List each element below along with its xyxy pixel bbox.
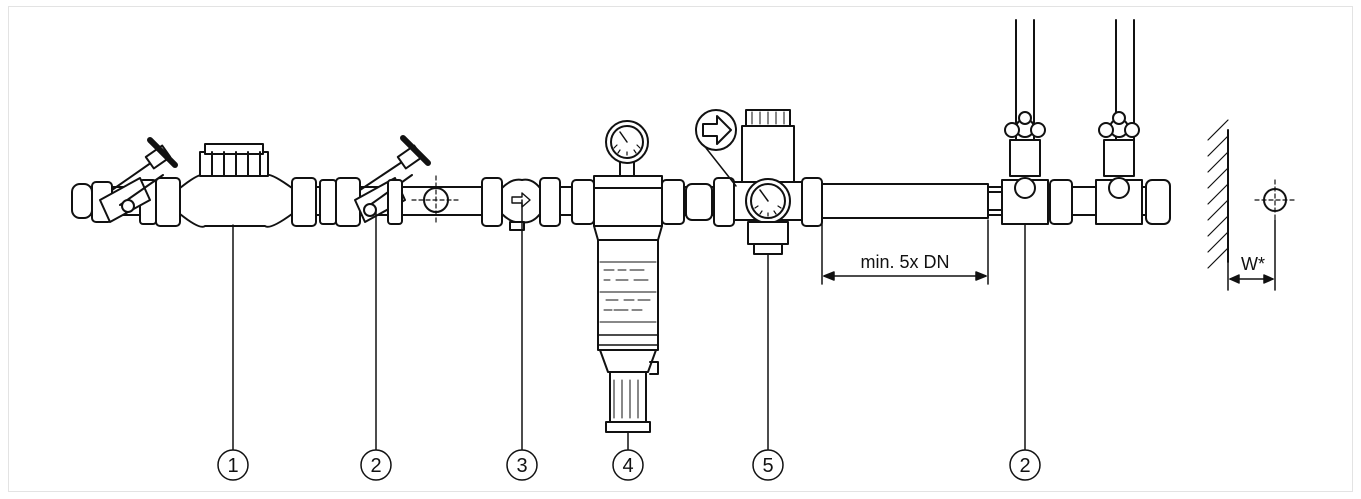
wall <box>1207 119 1229 269</box>
wall-clearance-label: W* <box>1241 254 1265 274</box>
callouts <box>217 449 1041 481</box>
callout-label-5: 5 <box>762 455 773 477</box>
callout-circle-4 <box>612 449 644 481</box>
min-length-label: min. 5x DN <box>860 252 949 272</box>
shutoff-valve-2 <box>335 135 431 227</box>
callout-circle-2b <box>1009 449 1041 481</box>
callout-label-3: 3 <box>516 455 527 477</box>
callout-label-4: 4 <box>622 455 633 477</box>
leader-lines <box>232 199 1026 451</box>
filter-unit <box>571 120 685 433</box>
pipe-cross-section <box>1254 179 1296 221</box>
check-valve <box>481 177 561 231</box>
callout-circle-1 <box>217 449 249 481</box>
shutoff-valve-left <box>99 137 178 223</box>
callout-circle-2 <box>360 449 392 481</box>
callout-circle-5 <box>752 449 784 481</box>
shutoff-valve-right <box>1001 19 1171 225</box>
diagram-frame <box>8 6 1353 492</box>
callout-circle-3 <box>506 449 538 481</box>
wall-clearance-dimension <box>1227 219 1276 291</box>
callout-label-2: 2 <box>370 455 381 477</box>
min-length-dimension <box>821 219 989 285</box>
straight-pipe-section <box>821 183 1003 219</box>
callout-label-1: 1 <box>227 455 238 477</box>
pipe-break-symbol <box>411 175 461 225</box>
pressure-reducer <box>685 109 823 255</box>
callout-label-2b: 2 <box>1019 455 1030 477</box>
